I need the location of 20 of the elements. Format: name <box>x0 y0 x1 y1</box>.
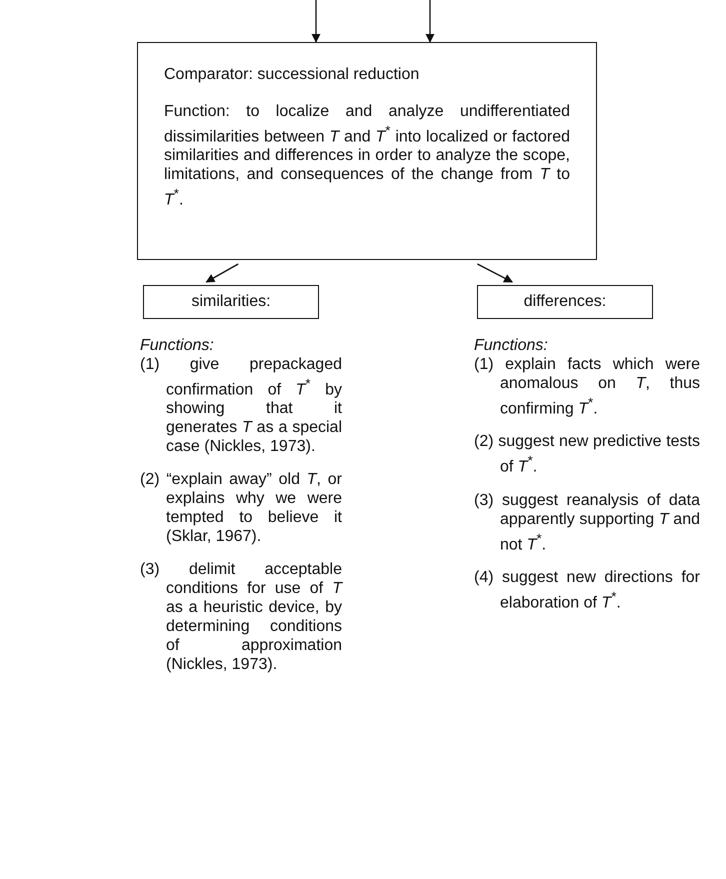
arrow <box>477 263 513 283</box>
box-title: differences: <box>522 292 608 311</box>
list-heading: Functions: <box>474 336 549 355</box>
list-item: (1) explain facts which were anomalous on T, thus confirming T$^{*}$. <box>474 355 700 418</box>
box-title: similarities: <box>190 292 272 311</box>
arrow <box>206 263 239 283</box>
arrow <box>312 0 320 43</box>
list-item: (2) suggest new predictive tests of T$^{*}$. <box>474 432 700 477</box>
box-description: Function: to localize and analyze undifferentiated dissimilarities between T and T$^{*}$ into localized or factored similarities and differences in order to analyze the scope, limitations, and consequences of the change from T to T$^{*}$. <box>164 102 570 210</box>
list-item: (4) suggest new directions for elaboration of T$^{*}$. <box>474 568 700 612</box>
arrow <box>426 0 434 43</box>
category-box <box>143 285 319 319</box>
list-item: (2) “explain away” old T, or explains why we were tempted to believe it (Sklar, 1967). <box>140 470 342 546</box>
category-box <box>477 285 653 319</box>
list-heading: Functions: <box>140 336 215 355</box>
process-box <box>137 42 597 260</box>
box-title: Comparator: successional reduction <box>164 65 420 84</box>
list-item: (1) give prepackaged confirmation of T$^{*}$ by showing that it generates T as a special case (Nickles, 1973). <box>140 355 342 456</box>
list-item: (3) delimit acceptable conditions for use of T as a heuristic device, by determining conditions of approximation (Nickles, 1973). <box>140 560 342 674</box>
list-item: (3) suggest reanalysis of data apparently supporting T and not T$^{*}$. <box>474 490 700 554</box>
